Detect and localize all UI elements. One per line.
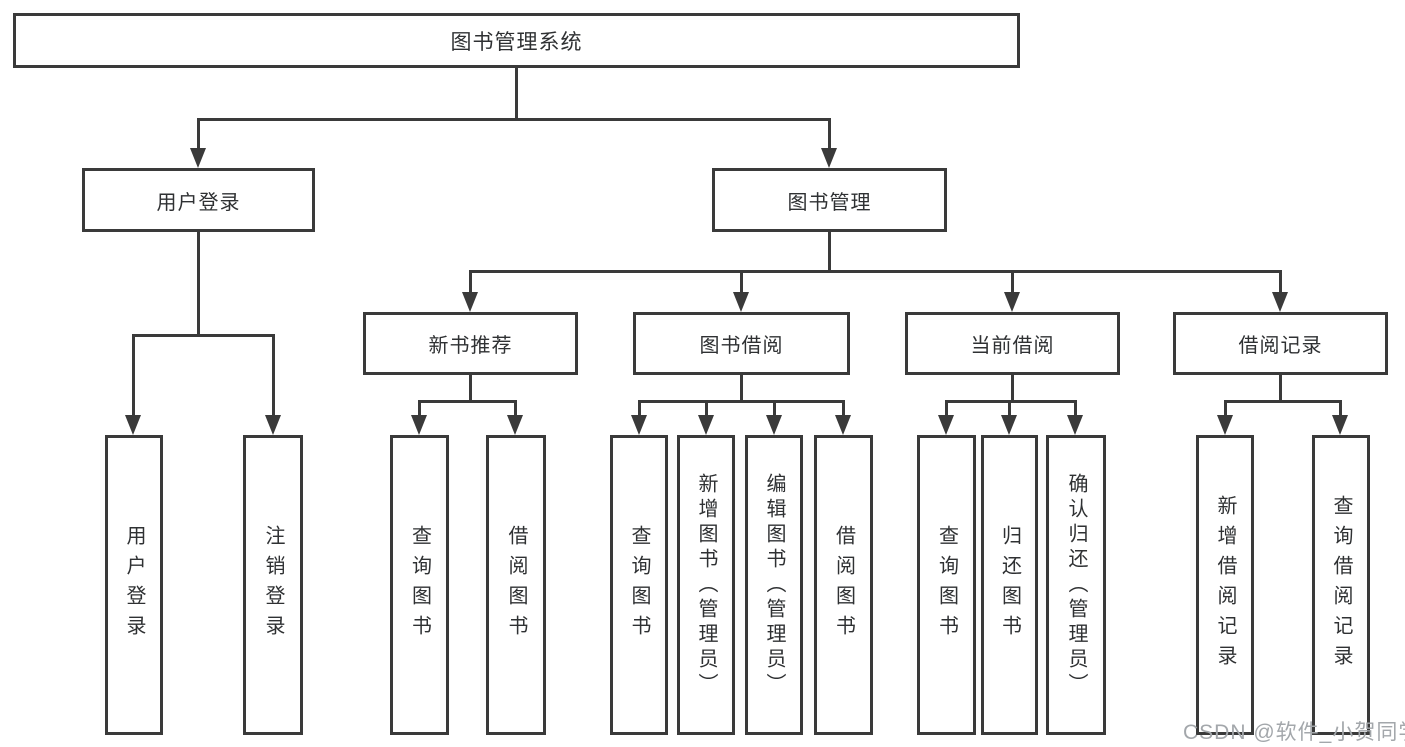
leaf-rec-borrow-books-label: 借阅图书 [505,525,527,645]
node-book-borrow: 图书借阅 [633,312,850,375]
leaf-bb-borrow-books: 借阅图书 [814,435,873,735]
connector-root-crossbar [198,118,830,121]
connector-root-stem [515,68,518,120]
leaf-cb-confirm-return-admin: 确认归还（管理员） [1046,435,1106,735]
leaf-user-login: 用户登录 [105,435,163,735]
leaf-user-login-label: 用户登录 [123,525,145,645]
connector-new-book-rec-stem [469,375,472,402]
arrowhead-leaf-br-query [1332,415,1348,435]
leaf-bb-query-books: 查询图书 [610,435,668,735]
leaf-bb-edit-books-admin-label: 编辑图书（管理员） [763,472,785,698]
node-user-login: 用户登录 [82,168,315,232]
node-borrow-records: 借阅记录 [1173,312,1388,375]
csdn-watermark: CSDN @软件_小贺同学 [1183,721,1405,744]
connector-book-mgmt-stem [828,232,831,272]
arrowhead-leaf-bb-edit [766,415,782,435]
arrowhead-leaf-rec-query [411,415,427,435]
arrowhead-book-borrow [733,292,749,312]
connector-current-borrow-stem [1011,375,1014,402]
arrowhead-leaf-bb-query [631,415,647,435]
leaf-br-add-record-label: 新增借阅记录 [1214,495,1236,675]
connector-to-leaf-cb-return [1008,400,1011,417]
connector-to-new-book-rec [469,270,472,294]
connector-to-leaf-br-add [1224,400,1227,417]
arrowhead-current-borrow [1004,292,1020,312]
leaf-bb-add-books-admin: 新增图书（管理员） [677,435,735,735]
leaf-logout: 注销登录 [243,435,303,735]
connector-to-leaf-logout [272,334,275,416]
connector-new-book-rec-crossbar [418,400,517,403]
connector-to-leaf-user-login [132,334,135,416]
connector-book-mgmt-crossbar [469,270,1281,273]
arrowhead-leaf-rec-borrow [507,415,523,435]
connector-book-borrow-crossbar [638,400,844,403]
connector-to-current-borrow [1011,270,1014,294]
connector-current-borrow-crossbar [945,400,1077,403]
node-current-borrow: 当前借阅 [905,312,1120,375]
arrowhead-leaf-logout [265,415,281,435]
connector-to-leaf-br-query [1339,400,1342,417]
leaf-cb-confirm-return-admin-label: 确认归还（管理员） [1065,472,1087,698]
leaf-cb-query-books-label: 查询图书 [935,525,958,645]
connector-to-borrow-records [1279,270,1282,294]
connector-to-book-borrow [740,270,743,294]
connector-to-leaf-rec-query [418,400,421,417]
leaf-bb-add-books-admin-label: 新增图书（管理员） [695,472,717,698]
node-borrow-records-label: 借阅记录 [1238,335,1323,357]
connector-root-to-book-mgmt [828,118,831,150]
leaf-bb-borrow-books-label: 借阅图书 [832,525,855,645]
node-user-login-label: 用户登录 [156,191,241,214]
leaf-bb-edit-books-admin: 编辑图书（管理员） [745,435,803,735]
connector-to-leaf-cb-confirm [1074,400,1077,417]
connector-book-borrow-stem [740,375,743,402]
node-book-borrow-label: 图书借阅 [699,335,784,357]
node-new-book-rec-label: 新书推荐 [428,335,513,357]
leaf-br-query-record: 查询借阅记录 [1312,435,1370,735]
connector-to-leaf-bb-add [705,400,708,417]
node-book-mgmt-label: 图书管理 [787,191,872,214]
arrowhead-leaf-bb-add [698,415,714,435]
node-new-book-rec: 新书推荐 [363,312,578,375]
leaf-cb-query-books: 查询图书 [917,435,976,735]
arrowhead-leaf-user-login [125,415,141,435]
leaf-bb-query-books-label: 查询图书 [628,525,650,645]
connector-user-login-stem [197,232,200,336]
connector-to-leaf-bb-edit [773,400,776,417]
node-root: 图书管理系统 [13,13,1020,68]
node-current-borrow-label: 当前借阅 [970,335,1055,357]
leaf-cb-return-books: 归还图书 [981,435,1038,735]
leaf-rec-borrow-books: 借阅图书 [486,435,546,735]
connector-to-leaf-bb-borrow [842,400,845,417]
connector-to-leaf-rec-borrow [514,400,517,417]
arrowhead-leaf-cb-confirm [1067,415,1083,435]
leaf-rec-query-books: 查询图书 [390,435,449,735]
arrowhead-book-mgmt [821,148,837,168]
leaf-br-add-record: 新增借阅记录 [1196,435,1254,735]
connector-borrow-records-crossbar [1224,400,1342,403]
arrowhead-new-book-rec [462,292,478,312]
connector-to-leaf-cb-query [945,400,948,417]
node-book-mgmt: 图书管理 [712,168,947,232]
connector-root-to-user-login [197,118,200,150]
arrowhead-leaf-bb-borrow [835,415,851,435]
arrowhead-user-login [190,148,206,168]
leaf-cb-return-books-label: 归还图书 [998,525,1021,645]
arrowhead-leaf-br-add [1217,415,1233,435]
arrowhead-borrow-records [1272,292,1288,312]
arrowhead-leaf-cb-query [938,415,954,435]
leaf-logout-label: 注销登录 [262,525,284,645]
leaf-br-query-record-label: 查询借阅记录 [1330,495,1352,675]
leaf-rec-query-books-label: 查询图书 [408,525,431,645]
connector-borrow-records-stem [1279,375,1282,402]
connector-user-login-crossbar [133,334,274,337]
node-root-label: 图书管理系统 [450,30,583,54]
arrowhead-leaf-cb-return [1001,415,1017,435]
connector-to-leaf-bb-query [638,400,641,417]
